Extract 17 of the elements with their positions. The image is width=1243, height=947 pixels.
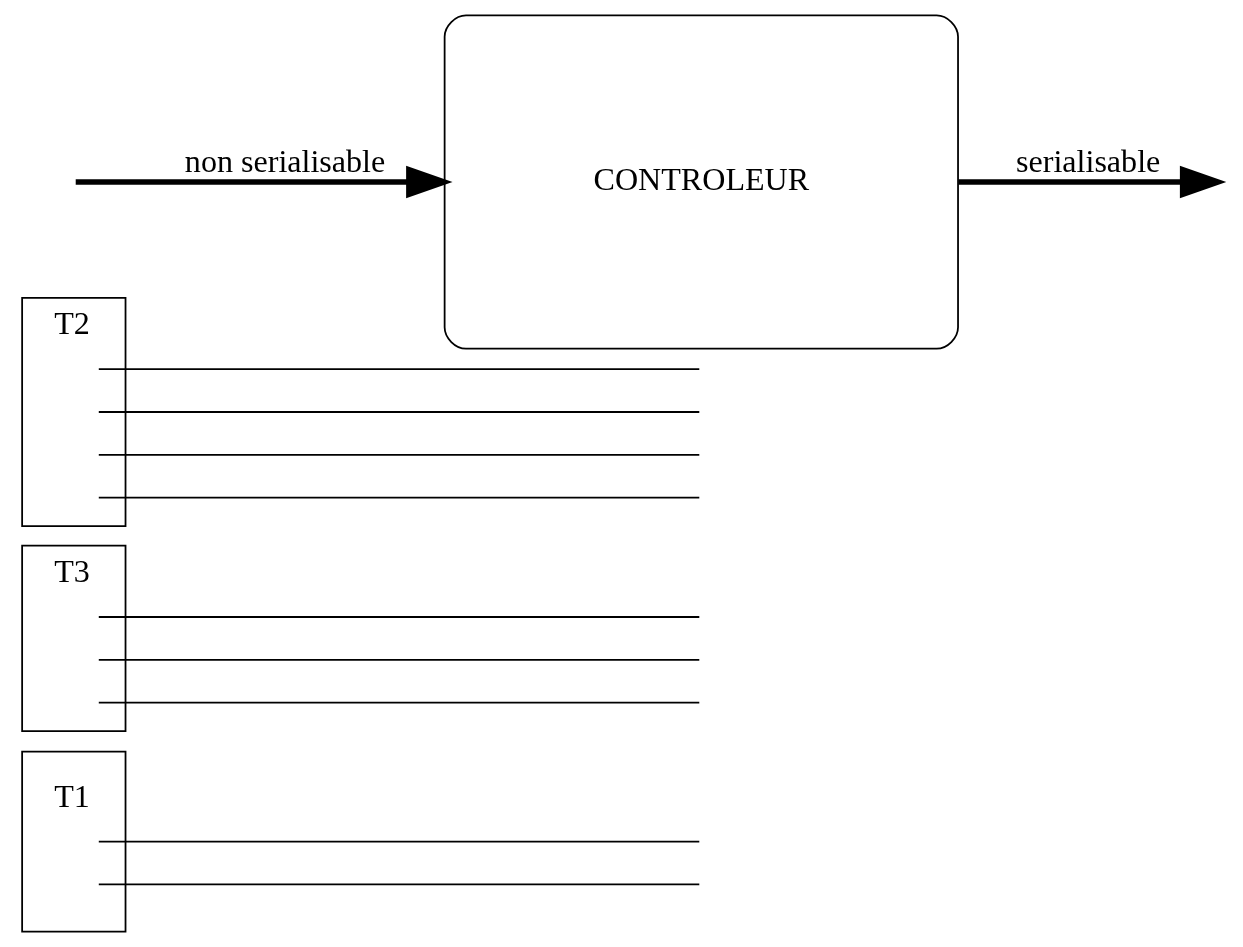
edge-label: serialisable — [1016, 143, 1161, 180]
connector — [97, 701, 701, 704]
connector — [97, 368, 701, 371]
node-box: CONTROLEUR — [443, 14, 959, 350]
connector — [97, 658, 701, 661]
arrow — [958, 165, 1227, 199]
node-box: T2 — [21, 297, 127, 527]
node-box: T1 — [21, 750, 127, 933]
connector — [97, 883, 701, 886]
arrow — [75, 165, 453, 199]
edge-label: non serialisable — [184, 143, 386, 180]
connector — [97, 496, 701, 499]
connector — [97, 453, 701, 456]
connector — [97, 616, 701, 618]
node-box: T3 — [21, 544, 127, 732]
connector — [97, 411, 701, 413]
connector — [97, 840, 701, 843]
